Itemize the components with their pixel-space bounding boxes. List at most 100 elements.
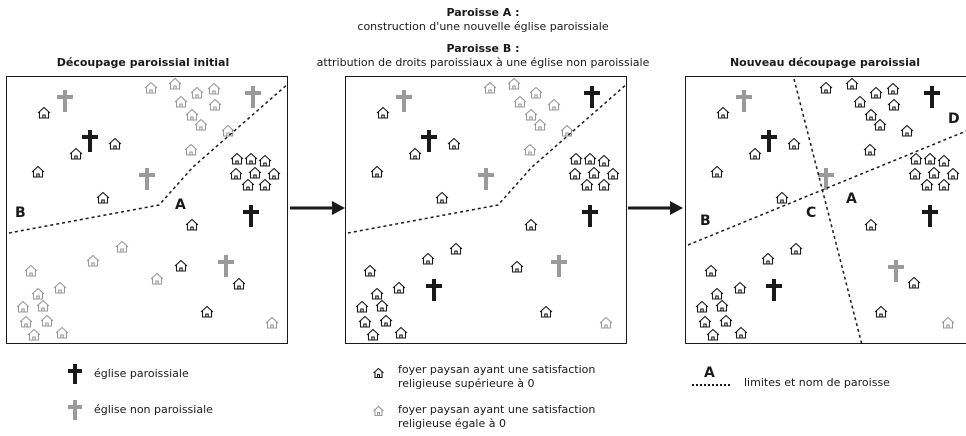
- house-zero-icon: [560, 124, 574, 137]
- house-positive-icon: [873, 118, 887, 131]
- house-positive-icon: [248, 166, 262, 179]
- house-zero-icon: [185, 108, 199, 121]
- house-positive-icon: [863, 143, 877, 156]
- parish-church-icon: [243, 205, 259, 227]
- panel-initial-title: Découpage paroissial initial: [56, 56, 230, 69]
- house-positive-icon: [358, 315, 372, 328]
- house-positive-icon: [761, 252, 775, 265]
- house-positive-icon: [580, 178, 594, 191]
- house-positive-icon: [734, 326, 748, 339]
- house-zero-icon: [221, 124, 235, 137]
- house-positive-icon: [232, 277, 246, 290]
- house-positive-icon: [69, 147, 83, 160]
- house-positive-icon: [568, 167, 582, 180]
- house-positive-icon: [230, 152, 244, 165]
- transition-map-svg: [347, 77, 626, 341]
- initial-map-svg: [8, 77, 287, 341]
- house-positive-icon: [435, 191, 449, 204]
- house-positive-icon: [37, 106, 51, 119]
- house-positive-icon: [376, 106, 390, 119]
- house-positive-icon: [787, 137, 801, 150]
- parish-church-icon: [426, 279, 442, 301]
- house-zero-icon: [373, 405, 384, 417]
- house-positive-icon: [775, 191, 789, 204]
- house-positive-icon: [241, 178, 255, 191]
- house-zero-icon: [529, 86, 543, 99]
- house-positive-icon: [706, 328, 720, 341]
- house-positive-icon: [421, 252, 435, 265]
- house-positive-icon: [887, 98, 901, 111]
- house-positive-icon: [869, 86, 883, 99]
- nonparish-church-icon: [139, 168, 155, 190]
- house-positive-icon: [569, 152, 583, 165]
- parish-b-description: attribution de droits paroissiaux à une …: [316, 56, 650, 69]
- nonparish-church-icon: [245, 86, 261, 108]
- legend-house-zero-line1: foyer paysan ayant une satisfaction: [398, 403, 596, 416]
- house-positive-icon: [394, 326, 408, 339]
- house-positive-icon: [716, 106, 730, 119]
- panel-transition-map: [345, 76, 627, 344]
- house-positive-icon: [748, 147, 762, 160]
- house-positive-icon: [267, 167, 281, 180]
- house-positive-icon: [606, 167, 620, 180]
- house-zero-icon: [27, 328, 41, 341]
- nonparish-church-icon: [551, 255, 567, 277]
- parish-label-a: A: [175, 197, 186, 213]
- house-positive-icon: [907, 276, 921, 289]
- house-positive-icon: [258, 154, 272, 167]
- parish-church-icon: [68, 364, 82, 384]
- house-positive-icon: [31, 165, 45, 178]
- legend-boundary-text: limites et nom de paroisse: [744, 376, 890, 389]
- house-positive-icon: [379, 314, 393, 327]
- house-positive-icon: [908, 167, 922, 180]
- parish-church-icon: [924, 86, 940, 108]
- house-positive-icon: [704, 264, 718, 277]
- house-positive-icon: [864, 218, 878, 231]
- house-zero-icon: [599, 316, 613, 329]
- parish-label-c: C: [806, 205, 817, 221]
- house-positive-icon: [886, 82, 900, 95]
- panel-new-title: Nouveau découpage paroissial: [729, 56, 921, 69]
- house-zero-icon: [36, 299, 50, 312]
- house-positive-icon: [715, 299, 729, 312]
- arrow-right-icon: [628, 201, 683, 215]
- house-zero-icon: [144, 81, 158, 94]
- house-positive-icon: [819, 81, 833, 94]
- nonparish-church-icon: [396, 90, 412, 112]
- house-positive-icon: [366, 328, 380, 341]
- house-zero-icon: [941, 316, 955, 329]
- house-positive-icon: [874, 305, 888, 318]
- house-zero-icon: [208, 98, 222, 111]
- house-zero-icon: [190, 86, 204, 99]
- nonparish-church-icon: [218, 255, 234, 277]
- house-positive-icon: [524, 218, 538, 231]
- house-positive-icon: [923, 152, 937, 165]
- house-positive-icon: [597, 178, 611, 191]
- house-positive-icon: [408, 147, 422, 160]
- house-positive-icon: [937, 178, 951, 191]
- panel-new-map: B C A D: [685, 76, 966, 344]
- house-positive-icon: [845, 77, 859, 90]
- house-positive-icon: [258, 178, 272, 191]
- nonparish-church-icon: [68, 400, 82, 420]
- boundary-line-icon: [692, 384, 732, 386]
- house-positive-icon: [373, 367, 384, 379]
- house-positive-icon: [108, 137, 122, 150]
- house-positive-icon: [539, 305, 553, 318]
- house-zero-icon: [533, 118, 547, 131]
- house-positive-icon: [392, 281, 406, 294]
- legend-parish-church: église paroissiale: [94, 367, 189, 380]
- house-zero-icon: [513, 95, 527, 108]
- parish-boundary: [687, 130, 966, 246]
- house-zero-icon: [265, 316, 279, 329]
- house-positive-icon: [174, 259, 188, 272]
- house-positive-icon: [698, 315, 712, 328]
- house-positive-icon: [449, 242, 463, 255]
- nonparish-church-icon: [818, 168, 834, 190]
- house-zero-icon: [168, 77, 182, 90]
- house-zero-icon: [16, 300, 30, 313]
- house-positive-icon: [200, 305, 214, 318]
- panel-initial-map: B A: [6, 76, 288, 344]
- house-zero-icon: [507, 77, 521, 90]
- house-positive-icon: [733, 281, 747, 294]
